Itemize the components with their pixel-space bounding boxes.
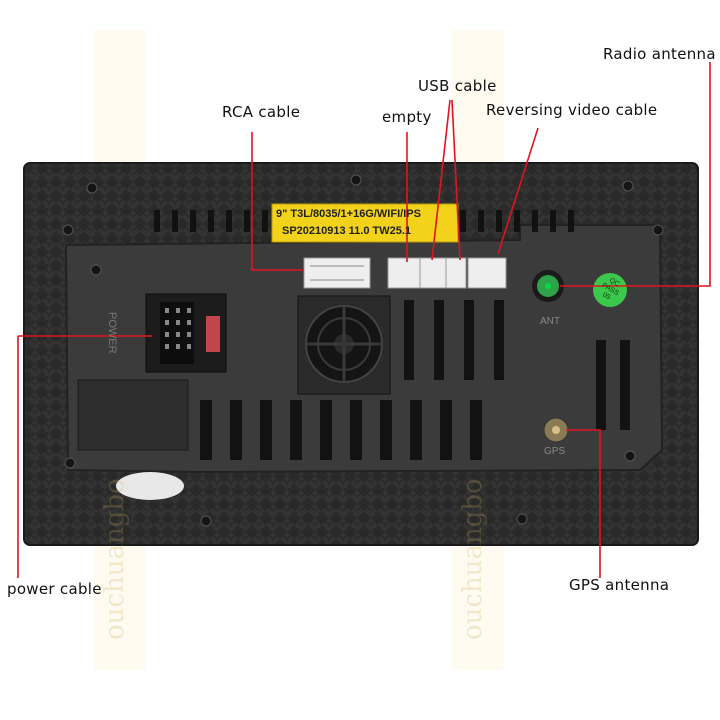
radio-antenna-port <box>532 270 564 302</box>
ant-marking: ANT <box>540 316 560 327</box>
power-cable-label: power cable <box>7 580 102 598</box>
gps-marking: GPS <box>544 446 566 457</box>
rca-connector <box>303 257 371 289</box>
left-bracket <box>77 379 189 451</box>
white-seal <box>116 472 184 500</box>
qc-sticker-disc <box>593 273 627 307</box>
empty-connector <box>387 257 421 289</box>
usb-cable-label: USB cable <box>418 77 497 95</box>
mounting-screws <box>62 174 664 527</box>
rca-cable-label: RCA cable <box>222 103 301 121</box>
empty-label: empty <box>382 108 432 126</box>
power-marking: POWER <box>106 312 118 354</box>
cooling-fan <box>297 295 391 395</box>
power-connector <box>145 293 227 373</box>
reversing-connector <box>467 257 507 289</box>
watermark-left: ouchuangbo <box>100 478 130 640</box>
leader-lines <box>17 62 711 578</box>
radio-antenna-label: Radio antenna <box>603 45 716 63</box>
usb-connector <box>419 257 467 289</box>
reversing-video-cable-label: Reversing video cable <box>486 101 658 119</box>
watermark-right: ouchuangbo <box>458 478 488 640</box>
top-vents <box>154 210 574 232</box>
spec-label-line2: SP20210913 11.0 TW25.1 <box>282 225 412 237</box>
gps-antenna-port <box>543 417 569 443</box>
heatsink-fins <box>200 300 630 460</box>
spec-label-line1: 9" T3L/8035/1+16G/WIFI/IPS <box>276 208 421 220</box>
gps-antenna-label: GPS antenna <box>569 576 670 594</box>
spec-label <box>271 203 459 243</box>
